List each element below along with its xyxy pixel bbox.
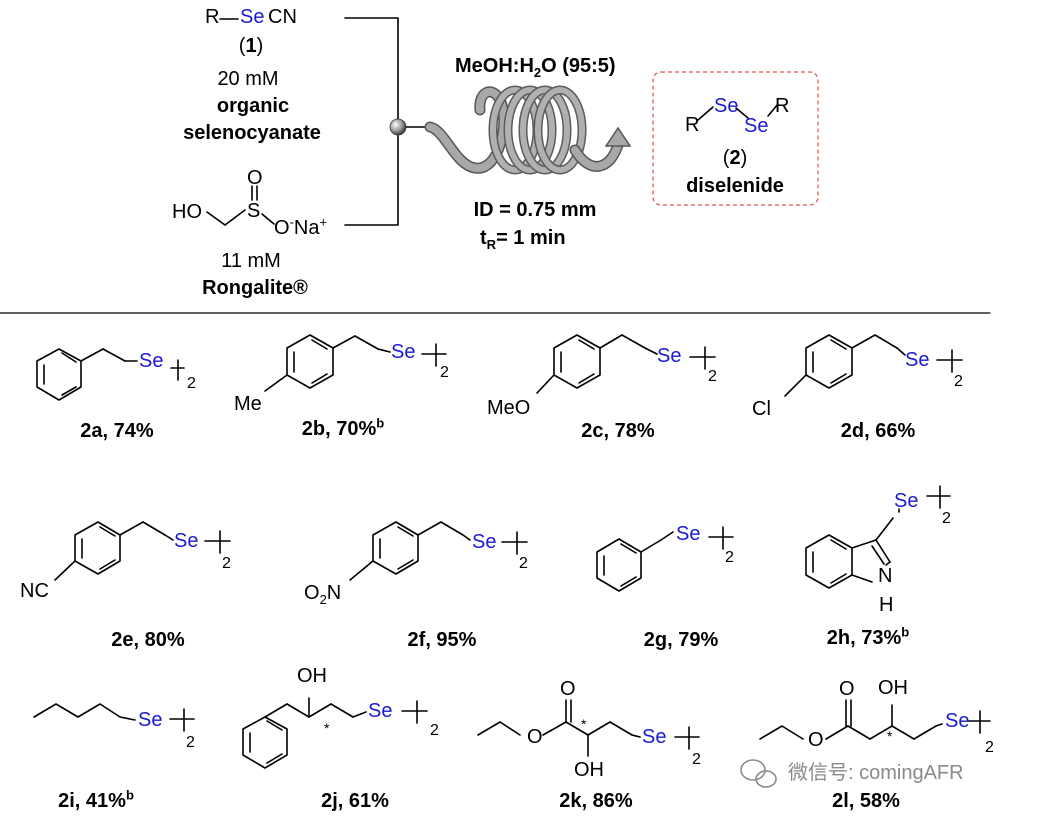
oh-2j: OH: [297, 665, 327, 687]
structure-2e: [54, 521, 231, 581]
structure-2g: [596, 526, 734, 592]
inner-diameter-label: ID = 0.75 mm: [473, 199, 597, 221]
structure-2k: [477, 699, 700, 757]
structure-2a: [36, 348, 185, 401]
o-carbonyl-2k: O: [560, 678, 576, 700]
structure-2d: [784, 334, 963, 397]
reagent1-name-line2: selenocyanate: [183, 122, 321, 144]
product-se2: Se: [744, 115, 769, 137]
product-r-right: R: [775, 95, 790, 117]
se-2a: Se: [139, 350, 164, 372]
label-2i: 2i, 41%b: [58, 787, 134, 812]
product-name: diselenide: [686, 175, 784, 197]
sub-2g: 2: [725, 549, 734, 566]
label-2c: 2c, 78%: [581, 420, 655, 442]
o-ester-2k: O: [527, 726, 543, 748]
watermark-text: 微信号: comingAFR: [788, 762, 964, 784]
label-2g: 2g, 79%: [643, 629, 719, 651]
rongalite-s: S: [247, 200, 261, 222]
label-2j: 2j, 61%: [321, 790, 389, 812]
structure-2j: [242, 697, 428, 769]
reagent1-concentration: 20 mM: [217, 68, 279, 90]
sub-2f: 2: [519, 555, 528, 572]
mixer-connector: [344, 17, 429, 226]
structure-2h: [805, 485, 951, 589]
mixer-ball-icon: [389, 118, 407, 136]
structure-2l: [759, 699, 991, 740]
reagent1-name-line1: organic: [216, 95, 290, 117]
structure-2c: [536, 334, 716, 394]
reagent1-formula: R: [205, 6, 220, 28]
se-2k: Se: [642, 726, 667, 748]
product-r-left: R: [685, 114, 700, 136]
label-2e: 2e, 80%: [111, 629, 185, 651]
residence-time-label: tR= 1 min: [480, 227, 566, 252]
rongalite-structure: [206, 185, 275, 226]
label-2d: 2d, 66%: [840, 420, 916, 442]
label-2f: 2f, 95%: [407, 629, 477, 651]
sub-2d: 2: [954, 373, 963, 390]
reagent1-se: Se: [240, 6, 265, 28]
sub-2i: 2: [186, 734, 195, 751]
oh-2k: OH: [574, 759, 604, 781]
wechat-icon: [740, 759, 777, 788]
o-carbonyl-2l: O: [839, 678, 855, 700]
se-2l: Se: [945, 710, 970, 732]
flow-coil-icon: [424, 85, 632, 175]
o-ester-2l: O: [808, 729, 824, 751]
star-2l: *: [887, 728, 893, 744]
star-2j: *: [324, 720, 330, 736]
se-2i: Se: [138, 709, 163, 731]
cl-2d: Cl: [752, 398, 771, 420]
label-2b: 2b, 70%b: [301, 415, 385, 440]
n-2h: N: [878, 565, 893, 587]
sub-2k: 2: [692, 751, 701, 768]
sub-2l: 2: [985, 739, 994, 756]
product-number: (2): [722, 147, 748, 169]
solvent-label: MeOH:H2O (95:5): [455, 55, 616, 80]
structure-2f: [349, 521, 528, 581]
label-2k: 2k, 86%: [559, 790, 633, 812]
meo-2c: MeO: [487, 397, 531, 419]
se-2f: Se: [472, 531, 497, 553]
sub-2j: 2: [430, 722, 439, 739]
se-2d: Se: [905, 349, 930, 371]
product-box: [652, 71, 819, 206]
se-2g: Se: [676, 523, 701, 545]
product-se1: Se: [714, 95, 739, 117]
sub-2c: 2: [708, 368, 717, 385]
rongalite-o: O: [247, 167, 263, 189]
rongalite-ona: O-Na+: [274, 214, 328, 239]
label-2l: 2l, 58%: [832, 790, 900, 812]
sub-2b: 2: [440, 364, 449, 381]
oh-2l: OH: [878, 677, 908, 699]
label-2h: 2h, 73%b: [826, 624, 910, 649]
structure-2b: [264, 334, 447, 392]
nc-2e: NC: [20, 580, 49, 602]
no2-2f: O2N: [304, 582, 342, 607]
sub-2a: 2: [187, 375, 196, 392]
star-2k: *: [581, 716, 587, 732]
sub-2h: 2: [942, 510, 951, 527]
reagent1-cn: CN: [268, 6, 297, 28]
reagent1-number: (1): [238, 35, 264, 57]
se-2b: Se: [391, 341, 416, 363]
se-2e: Se: [174, 530, 199, 552]
me-2b: Me: [234, 393, 262, 415]
label-2a: 2a, 74%: [80, 420, 154, 442]
se-2h: Se: [894, 490, 919, 512]
rongalite-concentration: 11 mM: [221, 250, 281, 272]
rongalite-name: Rongalite®: [202, 277, 308, 299]
rongalite-ho: HO: [172, 201, 202, 223]
se-2j: Se: [368, 700, 393, 722]
sub-2e: 2: [222, 555, 231, 572]
structure-2i: [33, 703, 195, 732]
h-2h: H: [879, 594, 894, 616]
se-2c: Se: [657, 345, 682, 367]
